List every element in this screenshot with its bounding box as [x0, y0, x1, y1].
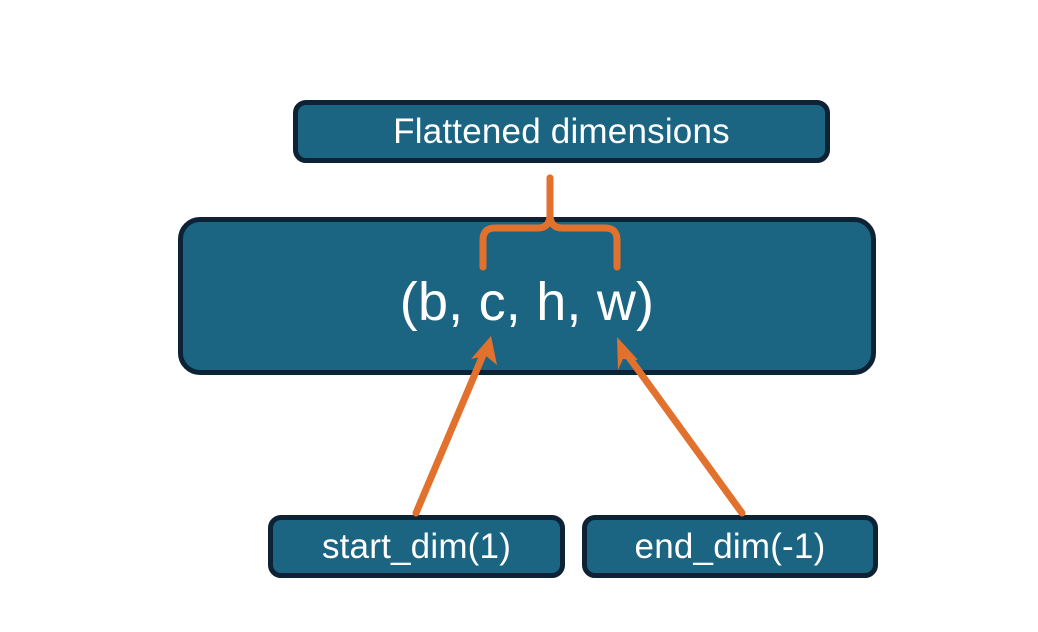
start-dim-label: start_dim(1) — [321, 526, 512, 566]
start-dim-box[interactable]: start_dim(1) — [268, 515, 565, 578]
flattened-dimensions-label: Flattened dimensions — [393, 111, 730, 151]
tensor-shape-label: (b, c, h, w) — [399, 272, 655, 332]
end-dim-box[interactable]: end_dim(-1) — [582, 515, 878, 578]
end-dim-label: end_dim(-1) — [634, 526, 826, 566]
tensor-shape-box[interactable]: (b, c, h, w) — [178, 217, 876, 375]
flattened-dimensions-box[interactable]: Flattened dimensions — [293, 100, 830, 163]
